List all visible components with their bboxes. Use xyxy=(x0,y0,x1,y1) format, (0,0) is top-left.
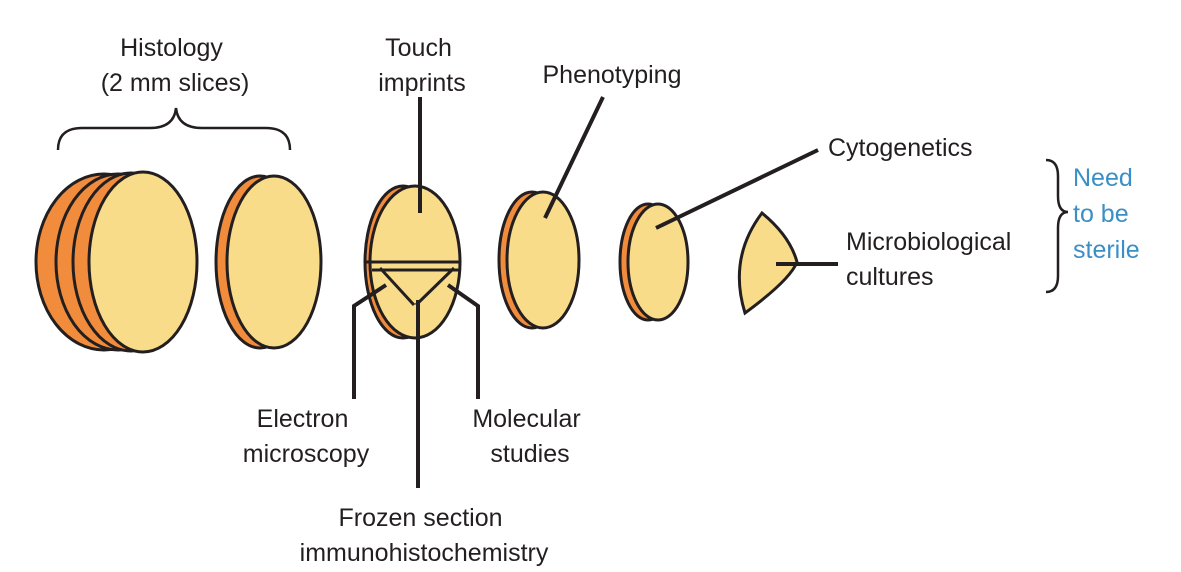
frozen-section-label: Frozen section immunohistochemistry xyxy=(300,504,549,567)
touch-imprints-label: Touch imprints xyxy=(378,34,466,97)
histology-brace xyxy=(58,108,290,150)
cytogenetics-leader xyxy=(656,150,818,228)
central-slice xyxy=(365,186,460,338)
phenotyping-label: Phenotyping xyxy=(542,61,681,89)
histology-label: Histology (2 mm slices) xyxy=(101,34,250,97)
sterile-brace xyxy=(1046,160,1068,292)
electron-microscopy-label: Electron microscopy xyxy=(243,405,370,468)
need-to-be-sterile-label: Need to be sterile xyxy=(1073,164,1140,264)
histology-block xyxy=(36,172,197,352)
phenotyping-slice xyxy=(499,192,579,328)
cytogenetics-label: Cytogenetics xyxy=(828,134,973,162)
phenotyping-leader xyxy=(545,97,603,218)
molecular-studies-label: Molecular studies xyxy=(472,405,587,468)
histology-slice xyxy=(216,176,321,348)
cytogenetics-slice xyxy=(620,204,688,320)
microbiological-cultures-label: Microbiological cultures xyxy=(846,228,1018,291)
